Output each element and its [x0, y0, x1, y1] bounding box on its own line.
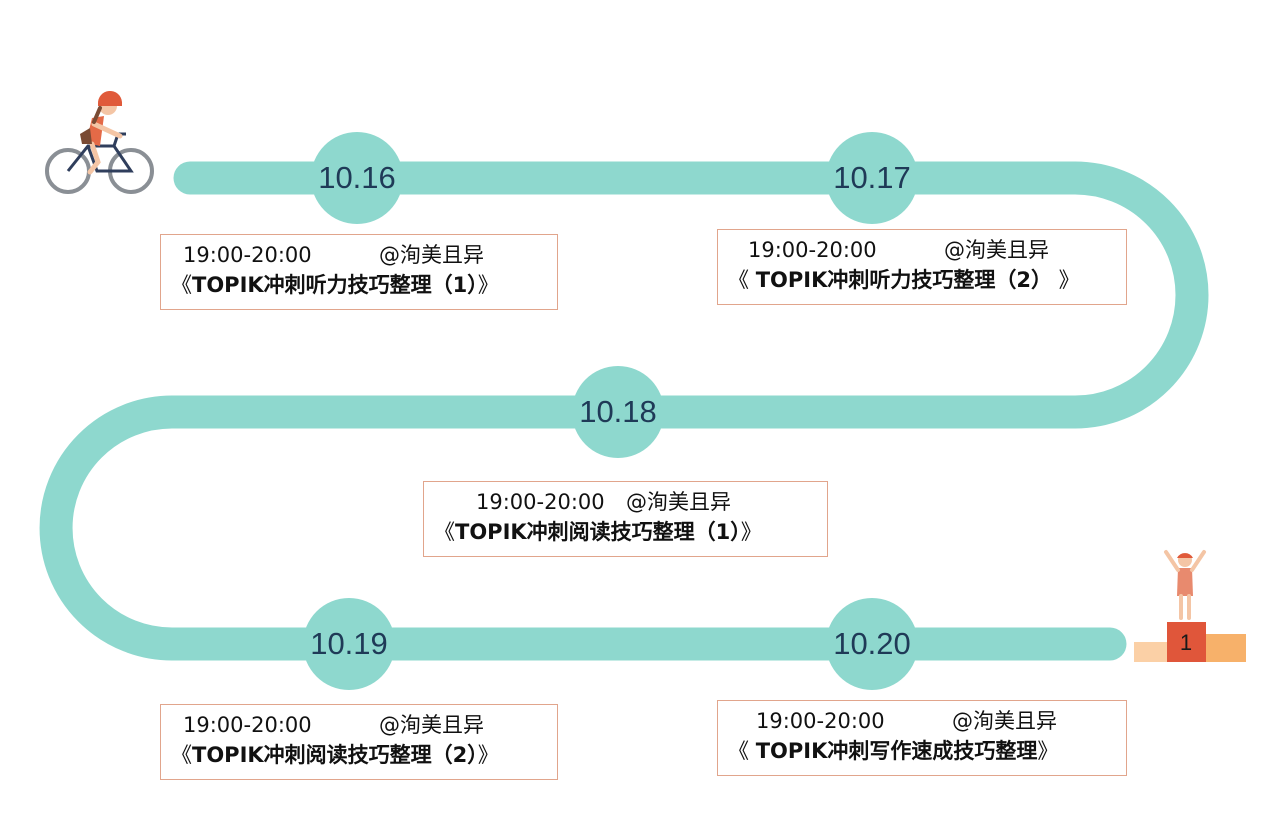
session-card: 19:00-20:00 @洵美且异 《TOPIK冲刺听力技巧整理（1）》 — [160, 234, 558, 310]
session-time: 19:00-20:00 — [748, 238, 877, 262]
date-node: 10.17 — [826, 132, 918, 224]
session-card: 19:00-20:00 @洵美且异 《TOPIK冲刺阅读技巧整理（1）》 — [423, 481, 828, 557]
session-time: 19:00-20:00 — [756, 709, 885, 733]
cyclist-icon — [45, 90, 154, 194]
session-title: 《TOPIK冲刺阅读技巧整理（2）》 — [171, 743, 499, 768]
session-title: 《 TOPIK冲刺写作速成技巧整理》 — [728, 739, 1059, 764]
session-time: 19:00-20:00 — [476, 490, 605, 514]
session-time: 19:00-20:00 — [183, 243, 312, 267]
podium-winner-icon: 1 — [1134, 550, 1246, 662]
date-label: 10.17 — [833, 160, 911, 195]
date-node: 10.16 — [311, 132, 403, 224]
session-card: 19:00-20:00 @洵美且异 《 TOPIK冲刺写作速成技巧整理》 — [717, 700, 1127, 776]
date-label: 10.19 — [310, 626, 388, 661]
date-label: 10.20 — [833, 626, 911, 661]
date-node: 10.19 — [303, 598, 395, 690]
date-label: 10.16 — [318, 160, 396, 195]
podium-rank: 1 — [1180, 630, 1192, 655]
session-card: 19:00-20:00 @洵美且异 《 TOPIK冲刺听力技巧整理（2） 》 — [717, 229, 1127, 305]
session-title: 《TOPIK冲刺阅读技巧整理（1）》 — [434, 520, 762, 545]
session-host: @洵美且异 — [626, 490, 731, 514]
session-host: @洵美且异 — [379, 243, 484, 267]
date-node: 10.18 — [572, 366, 664, 458]
session-title: 《TOPIK冲刺听力技巧整理（1）》 — [171, 273, 499, 298]
session-host: @洵美且异 — [952, 709, 1057, 733]
session-host: @洵美且异 — [379, 713, 484, 737]
session-title: 《 TOPIK冲刺听力技巧整理（2） 》 — [728, 268, 1080, 293]
date-label: 10.18 — [579, 394, 657, 429]
date-node: 10.20 — [826, 598, 918, 690]
session-host: @洵美且异 — [944, 238, 1049, 262]
session-time: 19:00-20:00 — [183, 713, 312, 737]
session-card: 19:00-20:00 @洵美且异 《TOPIK冲刺阅读技巧整理（2）》 — [160, 704, 558, 780]
